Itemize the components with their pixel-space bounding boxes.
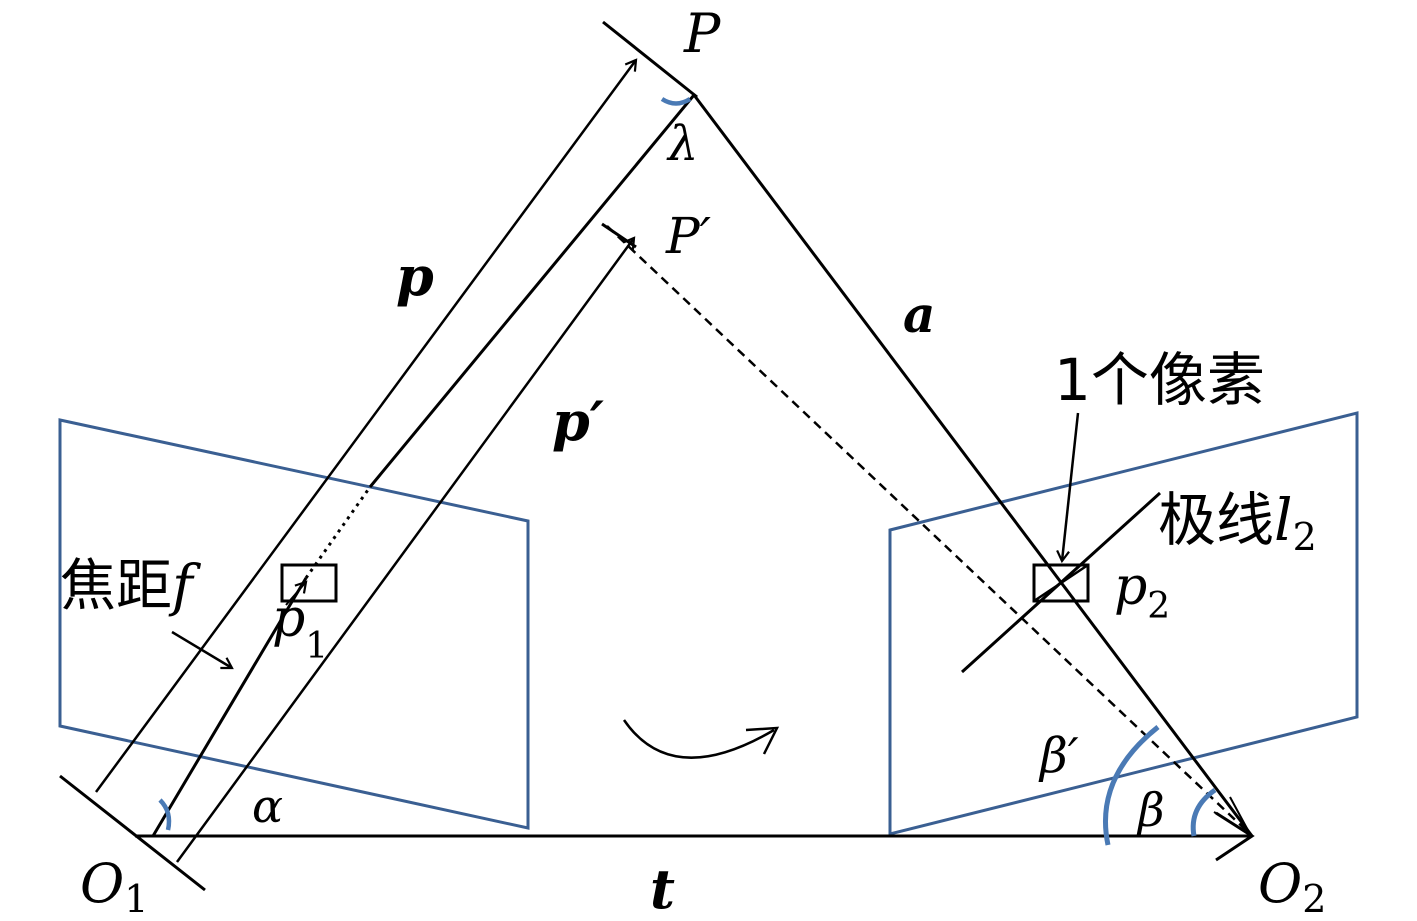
- label-focal-var: f: [168, 554, 202, 619]
- label-one-pixel: 1个像素: [1054, 346, 1265, 414]
- p1-pointer-arrow: [285, 580, 308, 606]
- pixel-p1-box: [280, 563, 338, 603]
- angle-arc-beta-prime: [1103, 725, 1160, 846]
- vector-p-prime-arrow: [175, 236, 636, 863]
- label-O2: O2: [1258, 852, 1326, 921]
- ray-p-to-o2: [692, 94, 1254, 837]
- label-epipolar-line: 极线l2: [1158, 486, 1317, 559]
- label-lambda: λ: [666, 116, 698, 172]
- label-beta-prime: β′: [1038, 728, 1079, 784]
- angle-arc-beta: [1190, 787, 1217, 837]
- dashed-ray-arrowhead: [1213, 796, 1253, 837]
- angle-arc-lambda: [660, 97, 692, 106]
- label-p2: p2: [1114, 557, 1170, 627]
- label-p1-subscript: 1: [305, 626, 328, 667]
- label-p2-subscript: 2: [1147, 586, 1170, 627]
- vector-p-arrow: [94, 58, 638, 793]
- rotation-arrowhead: [745, 726, 780, 755]
- epipolar-line-l2: [960, 491, 1162, 674]
- ray-p-prime-to-o2: [606, 225, 1249, 833]
- label-O1: O1: [80, 852, 148, 921]
- pixel-p2-box: [1032, 563, 1090, 603]
- pixel-pointer-arrow: [1056, 412, 1080, 564]
- ray-o1-to-p1: [151, 577, 308, 837]
- label-P-prime: P′: [665, 207, 712, 265]
- label-vector-a: a: [903, 285, 935, 344]
- label-vector-t: t: [650, 857, 675, 921]
- p-end-tick: [602, 20, 698, 99]
- ray-p1-to-p: [368, 94, 696, 488]
- focal-arrow: [171, 630, 234, 670]
- label-P: P: [683, 2, 722, 65]
- label-epiline-subscript: 2: [1293, 515, 1317, 559]
- rotation-arrow: [622, 719, 775, 759]
- label-vector-p: p: [396, 244, 434, 308]
- label-O1-subscript: 1: [124, 877, 148, 921]
- left-image-plane: [58, 418, 530, 830]
- angle-arc-alpha: [158, 798, 172, 831]
- label-focal-length: 焦距f: [60, 554, 202, 619]
- camera1-plane-segment: [59, 774, 206, 892]
- label-epiline-var: l: [1274, 486, 1293, 554]
- right-image-plane: [888, 411, 1359, 836]
- label-p1: p1: [272, 589, 328, 667]
- ray-dotted-segment: [304, 486, 372, 579]
- label-O2-subscript: 2: [1302, 877, 1326, 921]
- label-beta: β: [1136, 783, 1165, 837]
- label-alpha: α: [252, 779, 283, 833]
- label-vector-p-prime: p′: [552, 389, 604, 453]
